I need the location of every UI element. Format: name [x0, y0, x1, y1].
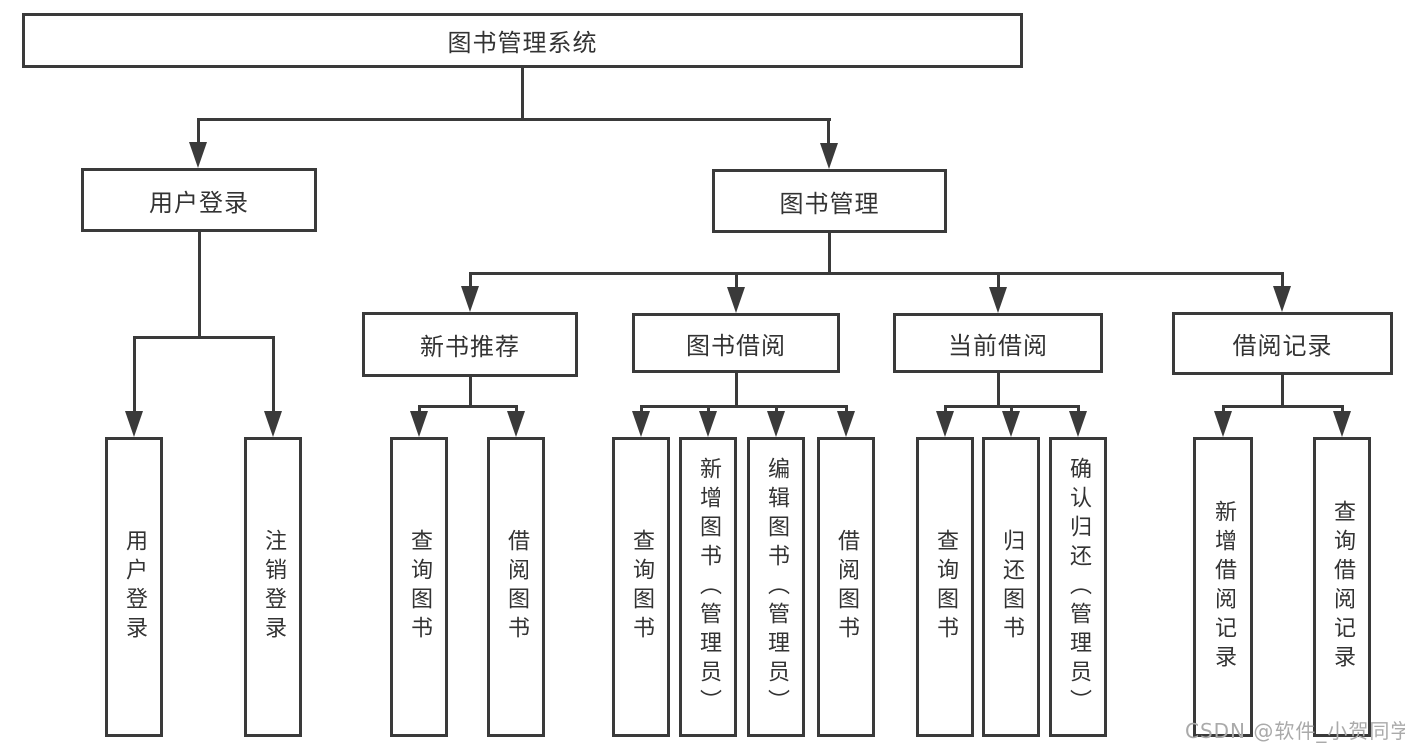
leaf-label: 借阅图书 — [834, 529, 859, 645]
connector-records-arm-2 — [1341, 408, 1344, 413]
leaf-label: 新增图书（管理员） — [696, 456, 721, 718]
leaf-borrow-books-2: 借阅图书 — [817, 437, 875, 737]
connector-login-bar — [133, 336, 275, 339]
connector-records-bar — [1222, 405, 1344, 408]
leaf-label: 查询图书 — [629, 529, 654, 645]
arrowhead-borrow-books-1 — [507, 411, 525, 437]
connector-recommend-arm-2 — [515, 408, 518, 413]
node-book-borrow: 图书借阅 — [632, 313, 840, 373]
leaf-label: 查询图书 — [933, 529, 958, 645]
arrowhead-book-borrow — [727, 287, 745, 313]
leaf-add-books-admin: 新增图书（管理员） — [679, 437, 737, 737]
connector-root-stem — [521, 68, 524, 121]
node-root: 图书管理系统 — [22, 13, 1023, 68]
connector-current-stem — [997, 373, 1000, 408]
connector-root-arm-right — [827, 121, 830, 145]
leaf-label: 查询借阅记录 — [1330, 500, 1355, 674]
node-user-login: 用户登录 — [81, 168, 317, 232]
connector-mgmt-arm-2 — [735, 275, 738, 289]
connector-mgmt-arm-3 — [997, 275, 1000, 289]
leaf-label: 新增借阅记录 — [1211, 500, 1236, 674]
leaf-add-borrow-record: 新增借阅记录 — [1193, 437, 1253, 737]
connector-current-arm-1 — [944, 408, 947, 413]
node-current-borrow: 当前借阅 — [893, 313, 1103, 373]
leaf-label: 编辑图书（管理员） — [764, 456, 789, 718]
arrowhead-user-login — [189, 142, 207, 168]
csdn-watermark: CSDN @软件_小贺同学 — [1185, 719, 1405, 743]
arrowhead-query-books-1 — [410, 411, 428, 437]
connector-recommend-stem — [469, 377, 472, 408]
connector-login-stem — [198, 232, 201, 339]
leaf-label: 借阅图书 — [504, 529, 529, 645]
connector-mgmt-arm-4 — [1281, 275, 1284, 288]
connector-borrow-arm-1 — [640, 408, 643, 413]
arrowhead-query-borrow-record — [1333, 411, 1351, 437]
arrowhead-user-login-leaf — [125, 411, 143, 437]
connector-recommend-arm-1 — [418, 408, 421, 413]
leaf-label: 用户登录 — [122, 529, 147, 645]
connector-recommend-bar — [418, 405, 518, 408]
connector-borrow-stem — [735, 373, 738, 408]
connector-borrow-bar — [640, 405, 848, 408]
arrowhead-current-borrow — [989, 287, 1007, 313]
node-new-book-recommend: 新书推荐 — [362, 312, 578, 377]
leaf-label: 归还图书 — [999, 529, 1024, 645]
connector-borrow-arm-2 — [707, 408, 710, 413]
connector-records-arm-1 — [1222, 408, 1225, 413]
leaf-borrow-books-1: 借阅图书 — [487, 437, 545, 737]
connector-mgmt-bar — [469, 272, 1284, 275]
node-book-management: 图书管理 — [712, 169, 947, 233]
leaf-label: 确认归还（管理员） — [1066, 456, 1091, 718]
arrowhead-edit-books-admin — [767, 411, 785, 437]
leaf-logout: 注销登录 — [244, 437, 302, 737]
connector-current-arm-2 — [1010, 408, 1013, 413]
connector-root-bar — [197, 118, 831, 121]
leaf-query-books-2: 查询图书 — [612, 437, 670, 737]
connector-borrow-arm-4 — [845, 408, 848, 413]
arrowhead-add-borrow-record — [1214, 411, 1232, 437]
connector-login-arm-2 — [272, 339, 275, 413]
arrowhead-book-management — [820, 143, 838, 169]
leaf-query-books-3: 查询图书 — [916, 437, 974, 737]
arrowhead-query-books-2 — [632, 411, 650, 437]
arrowhead-borrow-books-2 — [837, 411, 855, 437]
leaf-edit-books-admin: 编辑图书（管理员） — [747, 437, 805, 737]
arrowhead-logout-leaf — [264, 411, 282, 437]
connector-mgmt-arm-1 — [469, 275, 472, 288]
leaf-confirm-return-admin: 确认归还（管理员） — [1049, 437, 1107, 737]
leaf-label: 注销登录 — [261, 529, 286, 645]
leaf-label: 查询图书 — [407, 529, 432, 645]
node-borrow-records: 借阅记录 — [1172, 312, 1393, 375]
arrowhead-return-books — [1002, 411, 1020, 437]
leaf-query-books-1: 查询图书 — [390, 437, 448, 737]
connector-records-stem — [1281, 375, 1284, 408]
leaf-query-borrow-record: 查询借阅记录 — [1313, 437, 1371, 737]
leaf-user-login: 用户登录 — [105, 437, 163, 737]
arrowhead-query-books-3 — [936, 411, 954, 437]
connector-mgmt-stem — [828, 233, 831, 275]
connector-login-arm-1 — [133, 339, 136, 413]
connector-borrow-arm-3 — [775, 408, 778, 413]
arrowhead-add-books-admin — [699, 411, 717, 437]
arrowhead-confirm-return-admin — [1069, 411, 1087, 437]
connector-root-arm-left — [197, 121, 200, 144]
connector-current-bar — [944, 405, 1080, 408]
connector-current-arm-3 — [1077, 408, 1080, 413]
arrowhead-new-book-recommend — [461, 286, 479, 312]
leaf-return-books: 归还图书 — [982, 437, 1040, 737]
arrowhead-borrow-records — [1273, 286, 1291, 312]
